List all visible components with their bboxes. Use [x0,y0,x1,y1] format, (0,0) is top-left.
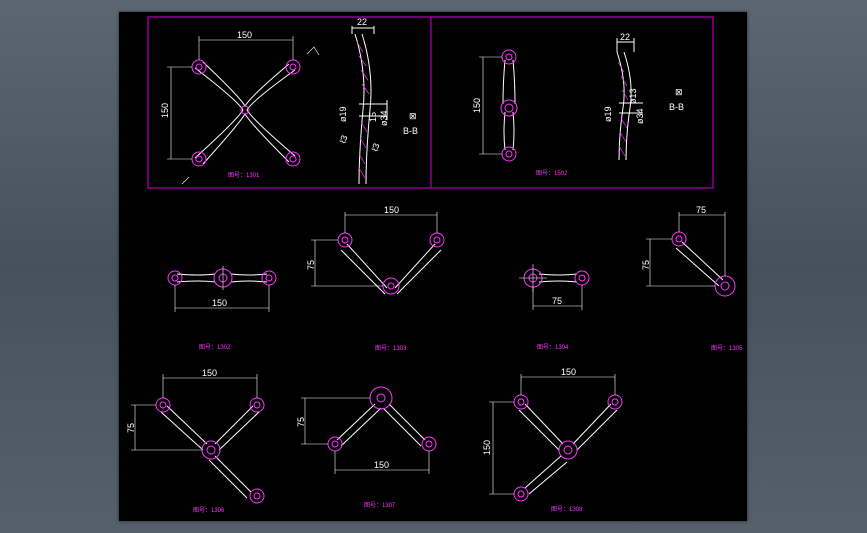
caption-1305: 图号：1305 [711,345,743,352]
view-1308: 150 150 图号：1308 [482,367,623,513]
mount-holes [191,59,301,167]
dim-h-1305: 75 [696,205,706,215]
sec1-dim-small: 15 [368,112,378,122]
dim-v-1306: 75 [126,423,136,433]
cad-drawing: 150 150 图号：1301 22 ø19 ø34 15 ℓ3 ℓ3 ⊠ B-… [126,16,743,514]
fitting-arms [194,61,296,165]
dim-v-1303: 75 [306,260,316,270]
sec2-dia-b: ø34 [635,108,645,124]
view-1304: 75 图号：1304 [519,264,590,351]
view-1502: 150 图号：1502 [472,49,568,177]
caption-1307: 图号：1307 [364,502,396,509]
caption-1306: 图号：1306 [193,507,225,514]
view-1303: 150 75 图号：1303 [306,205,445,352]
dim-h-1303: 150 [384,205,399,215]
view-1301: 150 150 图号：1301 [160,30,320,185]
sec2-dim-top: 22 [620,32,630,42]
sec1-dia-a: ø19 [338,106,348,122]
view-1305: 75 75 图号：1305 [641,205,743,352]
dim-v-1301: 150 [160,103,170,118]
sec2-section-label: B-B [669,102,684,112]
sec1-dia-b: ø34 [379,110,389,126]
dim-h-1301: 150 [237,30,252,40]
caption-1302: 图号：1302 [199,344,231,351]
dim-v-1307: 75 [296,417,306,427]
dim-h-1308: 150 [561,367,576,377]
dim-h-1304: 75 [552,296,562,306]
caption-1502: 图号：1502 [536,170,568,177]
dimension-lines [167,36,320,185]
sec2-marker: ⊠ [675,87,683,97]
dim-h-1306: 150 [202,368,217,378]
view-1302: 150 图号：1302 [167,266,277,351]
dim-v-1502: 150 [472,98,482,113]
sec1-dim-top: 22 [357,17,367,27]
sec1-label-b: ℓ3 [369,142,381,153]
caption-1304: 图号：1304 [537,344,569,351]
dim-v-1308: 150 [482,440,492,455]
caption-1303: 图号：1303 [375,345,407,352]
sec2-dia-c: ø13 [628,88,638,104]
section-hatch [356,41,370,179]
view-1307: 150 75 图号：1307 [296,386,437,509]
sec1-marker: ⊠ [409,111,417,121]
caption-1301: 图号：1301 [228,172,260,179]
sec2-dia-a: ø19 [603,106,613,122]
sec1-label-a: ℓ3 [337,134,349,145]
sec1-section-label: B-B [403,126,418,136]
drawing-sheet: 150 150 图号：1301 22 ø19 ø34 15 ℓ3 ℓ3 ⊠ B-… [119,12,747,521]
view-1306: 150 75 图号：1306 [126,368,265,514]
dim-h-1307: 150 [374,460,389,470]
dim-h-1302: 150 [212,298,227,308]
section-view-2: 22 ø19 ø34 ø13 ⊠ B-B [603,32,684,161]
caption-1308: 图号：1308 [551,506,583,513]
section-view-1: 22 ø19 ø34 15 ℓ3 ℓ3 ⊠ B-B [337,17,418,185]
dim-v-1305: 75 [641,260,651,270]
